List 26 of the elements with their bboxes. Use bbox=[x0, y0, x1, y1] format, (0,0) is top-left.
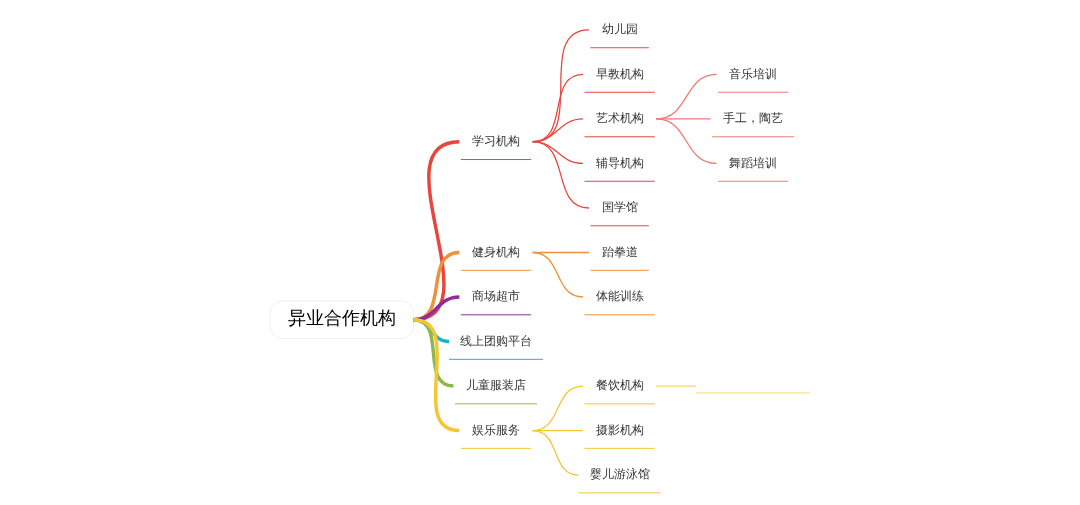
node-text: 幼儿园 bbox=[601, 22, 638, 36]
node-text: 艺术机构 bbox=[595, 111, 644, 126]
connector bbox=[531, 251, 584, 298]
node-text: 音乐培训 bbox=[729, 66, 778, 81]
node-text: 摄影机构 bbox=[595, 422, 644, 437]
node-text: 婴儿游泳馆 bbox=[589, 467, 650, 482]
node-text: 健身机构 bbox=[471, 244, 520, 259]
node-text: 手工，陶艺 bbox=[723, 111, 784, 126]
node-text: 儿童服装店 bbox=[465, 378, 526, 393]
node-text: 跆拳道 bbox=[601, 244, 638, 259]
connector bbox=[655, 385, 697, 387]
node-text: 娱乐服务 bbox=[471, 422, 520, 437]
node-text: 商场超市 bbox=[471, 289, 520, 304]
node-text: 辅导机构 bbox=[595, 155, 644, 170]
node-text: 餐饮机构 bbox=[595, 378, 644, 393]
connector bbox=[655, 118, 718, 165]
node-text: 舞蹈培训 bbox=[729, 155, 778, 170]
connector bbox=[531, 429, 580, 476]
node-text: 早教机构 bbox=[595, 66, 644, 81]
node-box: 异业合作机构 bbox=[269, 300, 414, 340]
node-text: 体能训练 bbox=[595, 289, 644, 304]
node-line bbox=[695, 392, 811, 394]
node-text: 国学馆 bbox=[601, 200, 638, 215]
connector bbox=[531, 141, 590, 209]
node-text: 学习机构 bbox=[471, 133, 520, 148]
node-text: 线上团购平台 bbox=[459, 333, 532, 348]
